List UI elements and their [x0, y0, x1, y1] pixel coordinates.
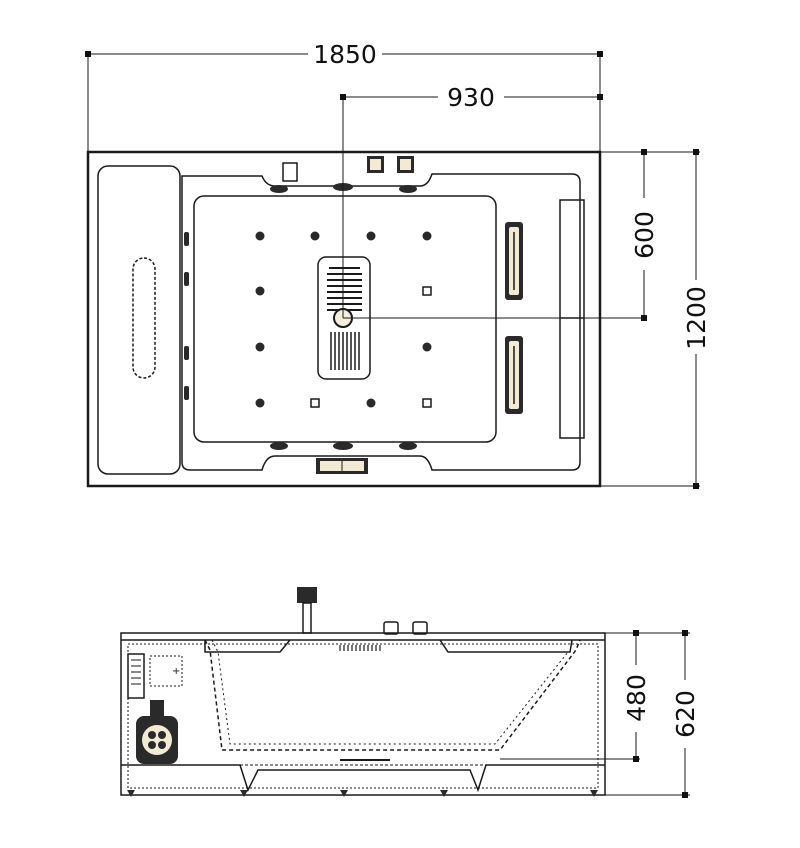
drain-grate-slots — [327, 267, 362, 311]
top-view — [86, 150, 602, 488]
dimension-overall-width: 1200 — [682, 286, 711, 350]
side-view: + — [120, 587, 606, 797]
side-jet-icon — [184, 232, 189, 246]
side-jet-icon — [184, 272, 189, 286]
top-view-dimensions: 1850 930 600 1200 — [85, 40, 711, 489]
round-jet-icon — [422, 342, 432, 352]
dimension-overall-length: 1850 — [313, 40, 377, 69]
square-jet-icon — [310, 398, 320, 408]
side-view-dimensions: 480 620 — [500, 630, 700, 798]
tub-outer-rim — [86, 150, 602, 488]
grab-handle-upper — [505, 222, 523, 300]
dimension-inner-depth: 480 — [622, 674, 651, 722]
round-jet-icon — [366, 231, 376, 241]
headrest-panel — [97, 165, 181, 475]
faucet-icon — [282, 162, 298, 182]
side-jet-icon — [333, 442, 353, 450]
tub-side-body — [120, 632, 606, 796]
square-jet-icon — [422, 286, 432, 296]
control-knob-icon — [412, 621, 428, 635]
round-jet-icon — [255, 398, 265, 408]
basin-floor — [193, 195, 497, 443]
side-jet-icon — [399, 442, 417, 450]
side-jet-icon — [270, 185, 288, 193]
round-jet-icon — [310, 231, 320, 241]
foot-icon — [127, 790, 135, 797]
control-strip — [339, 645, 381, 651]
round-jet-icon — [255, 231, 265, 241]
round-jet-icon — [255, 286, 265, 296]
dimension-center-width: 600 — [630, 211, 659, 259]
square-jet-icon — [422, 398, 432, 408]
side-jet-icon — [184, 386, 189, 400]
dimension-overall-height: 620 — [671, 690, 700, 738]
round-jet-icon — [422, 231, 432, 241]
foot-icon — [440, 790, 448, 797]
side-jet-icon — [270, 442, 288, 450]
tub-base — [121, 764, 605, 793]
headrest-cushion — [132, 257, 156, 379]
foot-icon — [240, 790, 248, 797]
dimension-drain-offset: 930 — [447, 83, 495, 112]
control-box: + — [127, 653, 183, 699]
control-knob-icon — [383, 621, 399, 635]
foot-icon — [590, 790, 598, 797]
side-jet-icon — [184, 346, 189, 360]
adjustable-feet — [127, 790, 598, 797]
round-jet-icon — [255, 342, 265, 352]
round-jet-icon — [366, 398, 376, 408]
side-panel — [559, 199, 585, 439]
grab-handle-lower — [505, 336, 523, 414]
svg-text:+: + — [172, 666, 180, 677]
pump-motor-icon — [136, 700, 178, 764]
side-jet-icon — [399, 185, 417, 193]
tub-inner-shell — [181, 173, 581, 471]
floor-jets — [255, 231, 432, 408]
handshower-icon — [297, 587, 317, 603]
foot-icon — [340, 790, 348, 797]
